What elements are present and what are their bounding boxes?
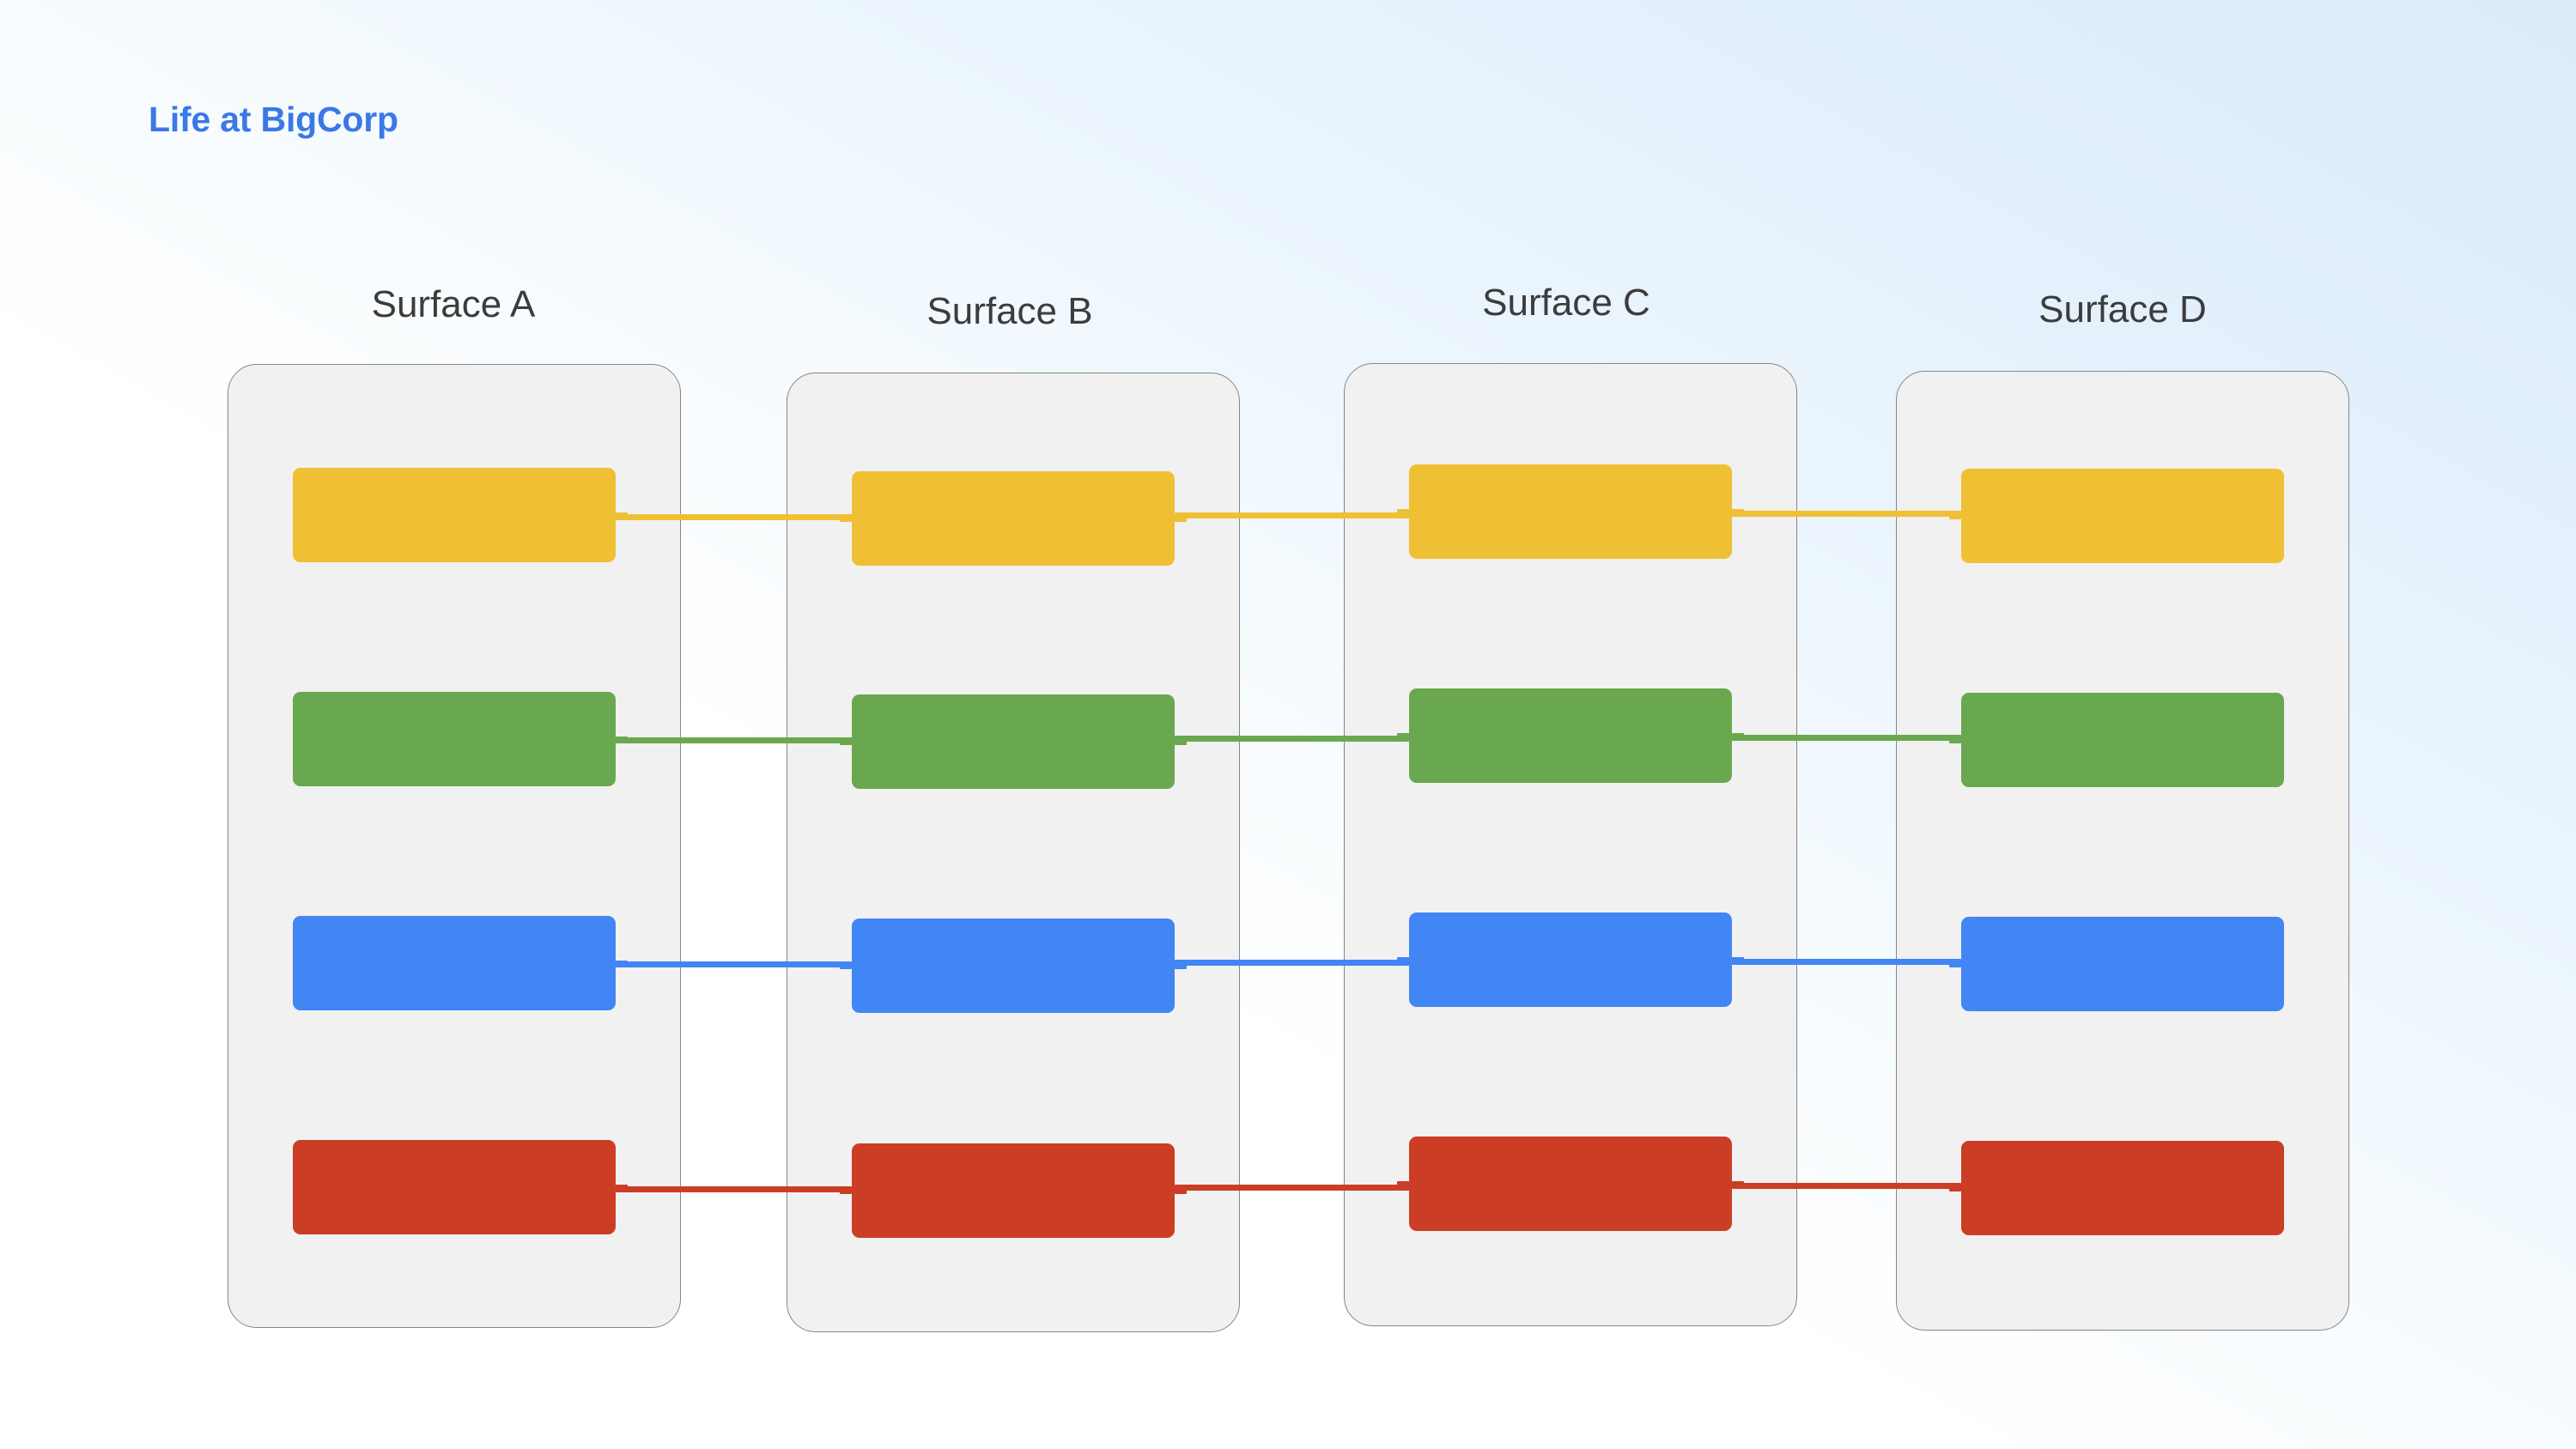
program-box[interactable] <box>1961 1141 2284 1235</box>
program-box[interactable] <box>1409 912 1732 1007</box>
connector-line <box>1732 511 1961 517</box>
connector-stub <box>1949 1185 1961 1191</box>
connector-stub <box>616 512 628 518</box>
page-title: Life at BigCorp <box>149 100 398 139</box>
connector-stub <box>840 738 852 745</box>
column-header-surface-d: Surface D <box>2038 288 2207 330</box>
column-header-surface-b: Surface B <box>927 290 1093 332</box>
connector-stub <box>1397 732 1409 739</box>
connector-stub <box>616 736 628 743</box>
program-box[interactable] <box>1961 469 2284 563</box>
program-box[interactable] <box>852 919 1175 1013</box>
connector-line <box>616 961 852 967</box>
connector-line <box>1175 512 1409 518</box>
connector-line <box>1175 1184 1409 1191</box>
program-box[interactable] <box>293 468 616 562</box>
connector-line <box>616 1185 852 1192</box>
connector-stub <box>1397 508 1409 515</box>
program-box[interactable] <box>1409 1137 1732 1231</box>
program-box[interactable] <box>293 916 616 1010</box>
connector-stub <box>840 962 852 969</box>
column-header-surface-a: Surface A <box>371 283 536 325</box>
connector-line <box>1175 736 1409 742</box>
connector-stub <box>1397 956 1409 963</box>
connector-stub <box>840 515 852 522</box>
program-box[interactable] <box>293 1140 616 1234</box>
program-box[interactable] <box>293 692 616 786</box>
program-box[interactable] <box>852 471 1175 566</box>
connector-stub <box>1949 737 1961 743</box>
program-box[interactable] <box>852 1143 1175 1238</box>
connector-stub <box>1175 738 1187 745</box>
program-box[interactable] <box>1961 917 2284 1011</box>
connector-line <box>1732 959 1961 965</box>
connector-stub <box>616 1184 628 1191</box>
connector-stub <box>1732 508 1744 515</box>
connector-stub <box>1732 1180 1744 1187</box>
program-box[interactable] <box>1409 688 1732 783</box>
connector-line <box>1175 960 1409 966</box>
connector-stub <box>1949 512 1961 519</box>
connector-line <box>616 513 852 520</box>
connector-stub <box>1732 956 1744 963</box>
connector-stub <box>1397 1180 1409 1187</box>
column-header-surface-c: Surface C <box>1482 282 1650 324</box>
connector-stub <box>840 1187 852 1194</box>
connector-line <box>1732 1183 1961 1189</box>
connector-stub <box>1175 1187 1187 1194</box>
connector-stub <box>1175 515 1187 522</box>
program-box[interactable] <box>1409 464 1732 559</box>
connector-stub <box>1949 961 1961 967</box>
connector-line <box>1732 735 1961 741</box>
connector-stub <box>1175 962 1187 969</box>
connector-stub <box>1732 732 1744 739</box>
program-box[interactable] <box>852 694 1175 789</box>
connector-line <box>616 737 852 743</box>
program-box[interactable] <box>1961 693 2284 787</box>
connector-stub <box>616 960 628 967</box>
